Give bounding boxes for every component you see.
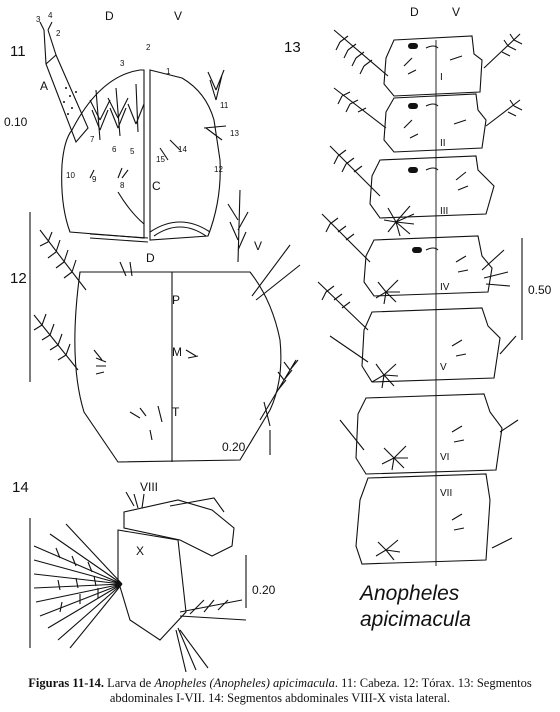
seta-num: 2 xyxy=(56,29,61,38)
fig13-scale-label: 0.50 xyxy=(528,283,552,297)
fig12-dorsal-label: D xyxy=(146,251,155,265)
seta-num: 2 xyxy=(146,43,151,52)
fig14-segment10-label: X xyxy=(136,544,144,558)
fig14-scale-label: 0.20 xyxy=(252,583,276,597)
seta-num: 6 xyxy=(112,145,117,154)
seta-num: 10 xyxy=(66,171,75,180)
caption-text1: Larva de xyxy=(104,676,155,690)
fig12-label: 12 xyxy=(10,270,27,287)
segment-label: VI xyxy=(440,452,449,463)
caption-prefix: Figuras 11-14. xyxy=(28,676,104,690)
fig13-label: 13 xyxy=(284,39,301,56)
fig11-label: 11 xyxy=(10,43,26,60)
fig11-antenna-label: A xyxy=(40,79,48,93)
fig12-mesothorax-label: M xyxy=(172,345,182,359)
seta-num: 1 xyxy=(166,67,171,76)
seta-num: 11 xyxy=(220,101,229,110)
seta-num: 3 xyxy=(120,59,125,68)
fig11-ventral-label: V xyxy=(174,9,182,23)
fig14-segment8-label: VIII xyxy=(140,480,158,494)
caption-line2: abdominales I-VII. 14: Segmentos abdomin… xyxy=(109,691,451,705)
seta-num: 15 xyxy=(156,155,165,164)
figure-caption: Figuras 11-14. Larva de Anopheles (Anoph… xyxy=(0,676,560,706)
seta-num: 3 xyxy=(36,15,41,24)
species-name-line1: Anopheles xyxy=(358,582,460,605)
fig13-ventral-label: V xyxy=(452,5,460,19)
fig11-dorsal-label: D xyxy=(105,9,114,23)
segment-label: VII xyxy=(440,488,452,499)
fig12-ventral-label: V xyxy=(254,239,262,253)
caption-text2: . 11: Cabeza. 12: Tórax. 13: Segmentos xyxy=(334,676,532,690)
fig12-prothorax-label: P xyxy=(172,293,180,307)
fig11-scale-label: 0.10 xyxy=(4,115,28,129)
figure-plate: 11 D V A C 0.10 3 4 2 1 2 3 5 6 7 8 9 10… xyxy=(4,5,552,673)
seta-num: 12 xyxy=(214,165,223,174)
caption-line1: Figuras 11-14. Larva de Anopheles (Anoph… xyxy=(0,676,560,691)
seta-num: 8 xyxy=(120,181,125,190)
segment-label: I xyxy=(440,72,443,83)
fig14-label: 14 xyxy=(12,479,29,496)
species-name-line2: apicimacula xyxy=(360,608,471,631)
seta-num: 13 xyxy=(230,129,239,138)
segment-label: IV xyxy=(440,282,450,293)
fig14-terminal-drawing xyxy=(29,491,247,673)
segment-label: II xyxy=(440,138,446,149)
fig11-clypeus-label: C xyxy=(152,179,161,193)
fig13-dorsal-label: D xyxy=(410,5,419,19)
fig11-head-drawing xyxy=(39,21,227,243)
segment-label: III xyxy=(440,206,448,217)
seta-num: 7 xyxy=(90,135,95,144)
segment-label: V xyxy=(440,362,447,373)
seta-num: 14 xyxy=(178,145,187,154)
seta-num: 4 xyxy=(48,11,53,20)
caption-taxon: Anopheles (Anopheles) apicimacula xyxy=(154,676,335,690)
fig13-abdomen-drawing xyxy=(317,29,523,566)
seta-num: 5 xyxy=(130,147,135,156)
fig12-scale-label: 0.20 xyxy=(222,440,246,454)
fig12-thorax-drawing xyxy=(29,189,301,463)
seta-num: 9 xyxy=(92,175,97,184)
fig12-metathorax-label: T xyxy=(172,405,180,419)
